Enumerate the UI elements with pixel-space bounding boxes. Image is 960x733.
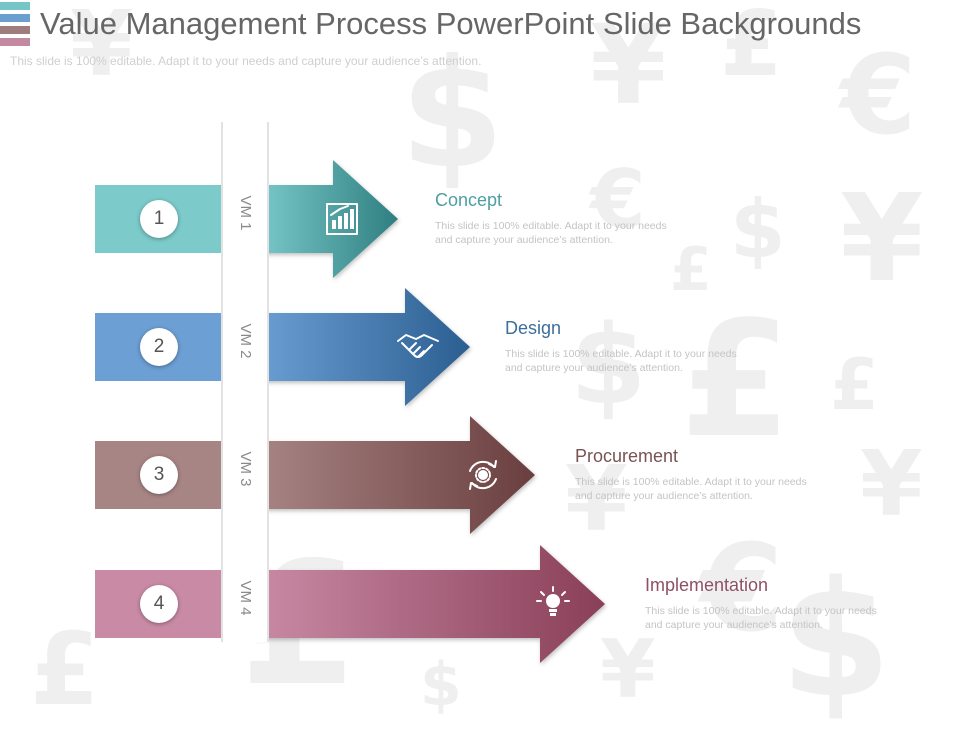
currency-symbol-icon: € — [590, 153, 646, 246]
step-title: Concept — [435, 190, 503, 210]
currency-symbol-icon: € — [700, 520, 784, 659]
gear-cycle-icon — [469, 460, 497, 490]
step-description: This slide is 100% editable. Adapt it to… — [575, 476, 807, 502]
step-title: Design — [505, 318, 562, 338]
logo-bar — [0, 38, 30, 46]
vm-label: VM 4 — [237, 580, 254, 616]
currency-symbol-icon: £ — [670, 235, 712, 305]
currency-symbol-icon: ¥ — [840, 170, 924, 309]
currency-symbol-icon: £ — [30, 611, 100, 728]
vm-label: VM 2 — [237, 323, 254, 359]
bar-chart-icon — [326, 203, 358, 235]
vm-label: VM 3 — [237, 451, 254, 487]
slide-logo-bars — [0, 2, 30, 50]
step-number-badge: 1 — [140, 200, 178, 238]
currency-symbol-icon: £ — [830, 344, 879, 426]
step-arrow — [255, 416, 535, 534]
currency-symbol-icon: $ — [420, 650, 462, 720]
currency-symbol-icon: $ — [570, 301, 647, 429]
step-title: Procurement — [575, 446, 679, 466]
currency-symbol-icon: $ — [780, 546, 892, 733]
step-number-badge: 3 — [140, 456, 178, 494]
currency-symbol-icon: ¥ — [565, 447, 628, 552]
step-number-badge: 2 — [140, 328, 178, 366]
currency-symbol-icon: $ — [400, 28, 505, 202]
currency-symbol-icon: £ — [720, 0, 783, 97]
currency-symbol-icon: ¥ — [600, 623, 656, 716]
step-title: Implementation — [645, 575, 769, 595]
step-number-badge: 4 — [140, 585, 178, 623]
vm-label: VM 1 — [237, 195, 254, 231]
vm-strip — [222, 122, 268, 642]
currency-symbol-icon: $ — [730, 183, 786, 276]
step-description: This slide is 100% editable. Adapt it to… — [505, 348, 737, 374]
logo-bar — [0, 14, 30, 22]
step-arrow — [255, 545, 605, 663]
handshake-icon — [397, 334, 439, 358]
logo-bar — [0, 26, 30, 34]
lightbulb-icon — [536, 586, 570, 616]
currency-symbol-icon: ¥ — [590, 1, 667, 129]
step-description: This slide is 100% editable. Adapt it to… — [645, 605, 877, 631]
step-description: This slide is 100% editable. Adapt it to… — [435, 220, 667, 246]
slide-title: Value Management Process PowerPoint Slid… — [40, 6, 862, 41]
currency-symbol-icon: ¥ — [860, 432, 923, 537]
slide-subtitle: This slide is 100% editable. Adapt it to… — [10, 54, 482, 68]
step-arrow — [255, 288, 470, 406]
currency-symbol-icon: £ — [680, 286, 792, 473]
logo-bar — [0, 2, 30, 10]
currency-symbol-icon: ¥ — [70, 0, 133, 97]
currency-symbol-icon: € — [840, 31, 917, 159]
